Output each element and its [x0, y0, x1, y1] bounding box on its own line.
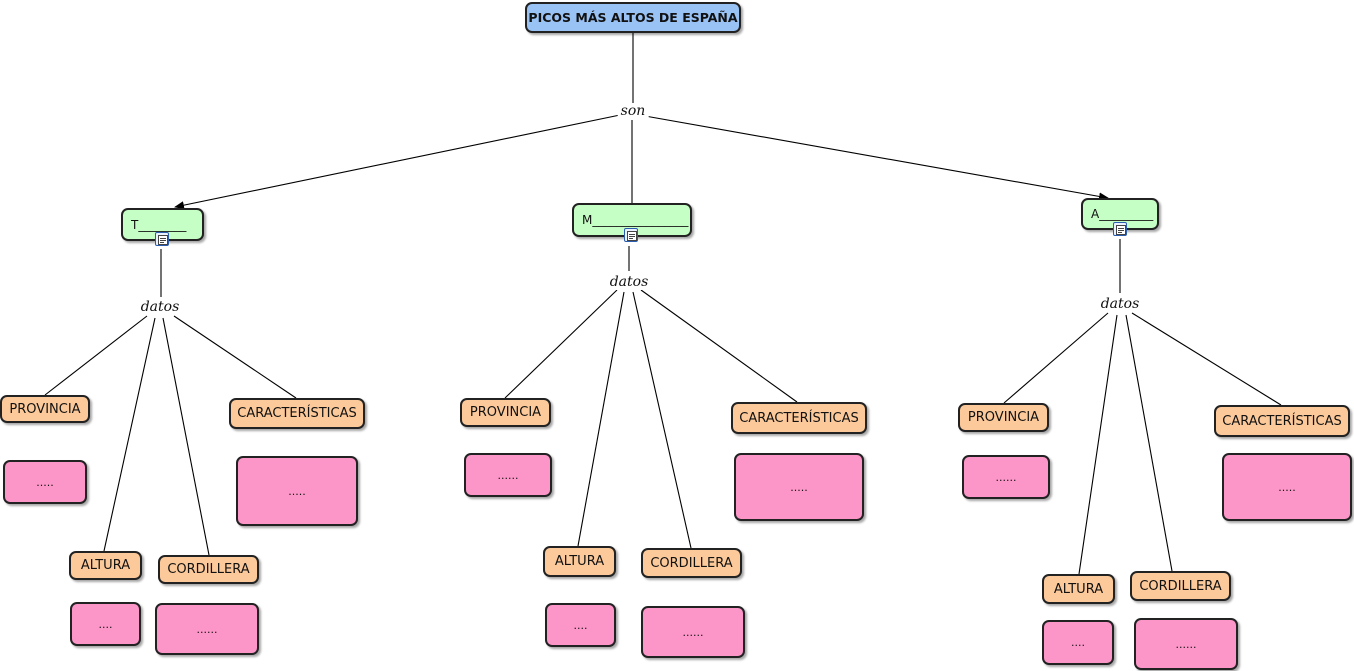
provincia-label[interactable]: PROVINCIA	[0, 395, 90, 423]
caracteristicas-label[interactable]: CARACTERÍSTICAS	[731, 402, 867, 434]
connector-datos-2-cordillera	[632, 291, 692, 549]
altura-text: ALTURA	[80, 558, 131, 573]
linking-phrase-datos[interactable]: datos	[1097, 296, 1143, 312]
altura-value-box[interactable]: ....	[545, 603, 616, 647]
connector-datos-2-provincia	[504, 289, 618, 399]
caracteristicas-text: CARACTERÍSTICAS	[739, 410, 859, 426]
peak-name: A_________	[1091, 207, 1154, 221]
cordillera-value-box[interactable]: ......	[641, 606, 745, 658]
cordillera-label[interactable]: CORDILLERA	[158, 555, 259, 584]
altura-label[interactable]: ALTURA	[543, 546, 616, 577]
connector-datos-3-cordillera	[1125, 314, 1173, 572]
caracteristicas-text: CARACTERÍSTICAS	[1222, 413, 1342, 429]
altura-value: ....	[573, 618, 588, 632]
caracteristicas-value-box[interactable]: .....	[734, 453, 864, 521]
peak-name: T________	[131, 217, 187, 232]
connector-datos-3-caracteristicas	[1131, 312, 1282, 406]
cordillera-label[interactable]: CORDILLERA	[1130, 571, 1231, 601]
cordillera-value-box[interactable]: ......	[1134, 618, 1238, 670]
document-icon[interactable]	[1113, 222, 1127, 236]
altura-value: ....	[98, 617, 113, 631]
cordillera-text: CORDILLERA	[650, 555, 733, 571]
connector-son-peak-1	[174, 114, 621, 210]
caracteristicas-value: .....	[790, 480, 808, 494]
provincia-value: .....	[36, 475, 54, 489]
caracteristicas-value-box[interactable]: .....	[236, 456, 358, 526]
provincia-text: PROVINCIA	[9, 401, 81, 417]
provincia-label[interactable]: PROVINCIA	[460, 398, 551, 427]
connector-datos-1-cordillera	[162, 317, 210, 556]
provincia-value: ......	[497, 468, 519, 482]
altura-value-box[interactable]: ....	[1042, 620, 1114, 665]
connector-datos-1-provincia	[44, 315, 148, 396]
caracteristicas-label[interactable]: CARACTERÍSTICAS	[229, 398, 365, 429]
connector-datos-1-caracteristicas	[173, 315, 297, 399]
provincia-value: ......	[995, 470, 1017, 484]
connector-datos-2-altura	[577, 291, 625, 547]
altura-text: ALTURA	[554, 554, 605, 569]
altura-text: ALTURA	[1053, 581, 1104, 597]
linking-phrase-datos[interactable]: datos	[606, 274, 652, 290]
connector-son-peak-3	[644, 115, 1109, 201]
cordillera-value: ......	[196, 622, 218, 636]
altura-value: ....	[1071, 636, 1085, 649]
caracteristicas-label[interactable]: CARACTERÍSTICAS	[1214, 405, 1350, 437]
caracteristicas-value-box[interactable]: .....	[1222, 453, 1352, 521]
cordillera-text: CORDILLERA	[1139, 578, 1222, 594]
provincia-text: PROVINCIA	[469, 405, 542, 420]
linking-phrase-son[interactable]: son	[617, 103, 649, 119]
cordillera-text: CORDILLERA	[167, 562, 250, 577]
caracteristicas-text: CARACTERÍSTICAS	[237, 406, 357, 421]
altura-label[interactable]: ALTURA	[1042, 574, 1115, 604]
root-title: PICOS MÁS ALTOS DE ESPAÑA	[528, 10, 738, 25]
linking-phrase-datos[interactable]: datos	[137, 299, 183, 315]
connector-datos-3-provincia	[1003, 312, 1109, 404]
altura-value-box[interactable]: ....	[70, 602, 141, 646]
provincia-text: PROVINCIA	[967, 410, 1040, 425]
connector-datos-2-caracteristicas	[640, 289, 798, 403]
document-icon[interactable]	[155, 232, 169, 246]
cordillera-value: ......	[1175, 637, 1197, 651]
cordillera-value: ......	[682, 625, 704, 639]
caracteristicas-value: .....	[288, 484, 306, 498]
document-icon[interactable]	[624, 228, 638, 242]
connector-datos-1-altura	[103, 317, 156, 552]
provincia-value-box[interactable]: ......	[464, 453, 552, 497]
peak-name: M________________	[582, 213, 689, 227]
cordillera-label[interactable]: CORDILLERA	[641, 548, 742, 578]
connector-datos-3-altura	[1078, 314, 1118, 575]
provincia-value-box[interactable]: .....	[3, 460, 87, 504]
caracteristicas-value: .....	[1278, 480, 1296, 494]
provincia-value-box[interactable]: ......	[962, 455, 1050, 499]
cordillera-value-box[interactable]: ......	[155, 603, 259, 655]
provincia-label[interactable]: PROVINCIA	[958, 403, 1049, 432]
root-node[interactable]: PICOS MÁS ALTOS DE ESPAÑA	[525, 2, 741, 33]
altura-label[interactable]: ALTURA	[69, 551, 142, 580]
